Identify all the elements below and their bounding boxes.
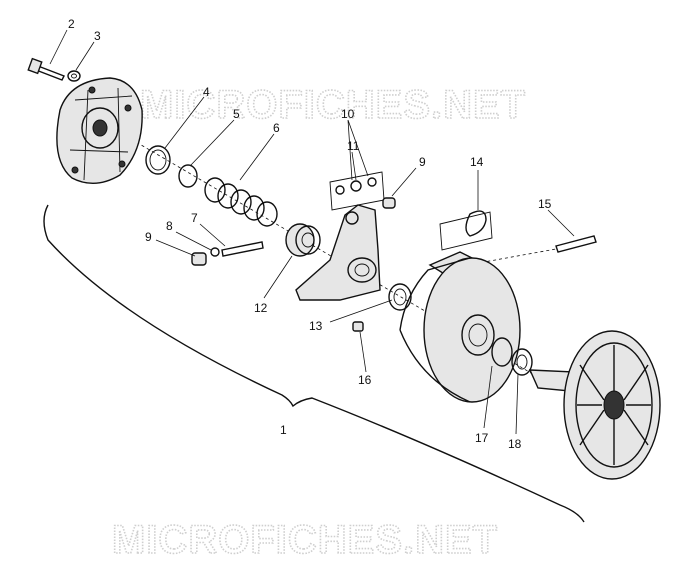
callout-18: 18 [508, 437, 522, 451]
callout-17: 17 [475, 431, 489, 445]
callout-2: 2 [68, 17, 75, 31]
callout-11: 11 [347, 139, 360, 153]
callout-9-left: 9 [145, 230, 152, 244]
ring-part [145, 145, 171, 175]
callout-1: 1 [280, 423, 287, 437]
cap-part-right [382, 197, 396, 209]
callout-9-right: 9 [419, 155, 426, 169]
assembly-bracket [43, 204, 585, 523]
callout-10: 10 [341, 107, 355, 121]
callout-4: 4 [203, 85, 210, 99]
pin-part [221, 241, 264, 257]
thrust-washer-part [388, 283, 412, 311]
ring-17-part [491, 337, 513, 367]
long-pin-part [555, 235, 597, 253]
callout-3: 3 [94, 29, 101, 43]
bushing-part [285, 223, 321, 257]
fixed-sheave-part [528, 330, 661, 480]
callout-13: 13 [309, 319, 323, 333]
moveable-sheave-part [399, 251, 521, 403]
watermark-bottom: MICROFICHES.NET [112, 518, 498, 562]
callout-6: 6 [273, 121, 280, 135]
washer-part [67, 70, 81, 82]
spring-part [204, 177, 278, 227]
callout-12: 12 [254, 301, 268, 315]
cover-plate-part [56, 77, 143, 184]
callout-16: 16 [358, 373, 372, 387]
small-washer-part [210, 247, 220, 257]
callout-14: 14 [470, 155, 484, 169]
clip-inset [439, 210, 493, 251]
callout-15: 15 [538, 197, 552, 211]
bolt-part [27, 57, 65, 81]
roller-inset [329, 171, 385, 211]
watermark-top: MICROFICHES.NET [140, 83, 526, 127]
callout-7: 7 [191, 211, 198, 225]
cap-part-left [191, 252, 207, 266]
spider-arm-part [295, 204, 381, 301]
ring-18-part [511, 348, 533, 376]
callout-labels: 1 2 3 4 5 6 7 8 9 9 10 11 12 13 14 15 16… [68, 17, 552, 451]
callout-5: 5 [233, 107, 240, 121]
callout-8: 8 [166, 219, 173, 233]
snap-ring-part [178, 164, 198, 188]
screw-part [352, 321, 364, 332]
leader-lines [49, 29, 575, 435]
